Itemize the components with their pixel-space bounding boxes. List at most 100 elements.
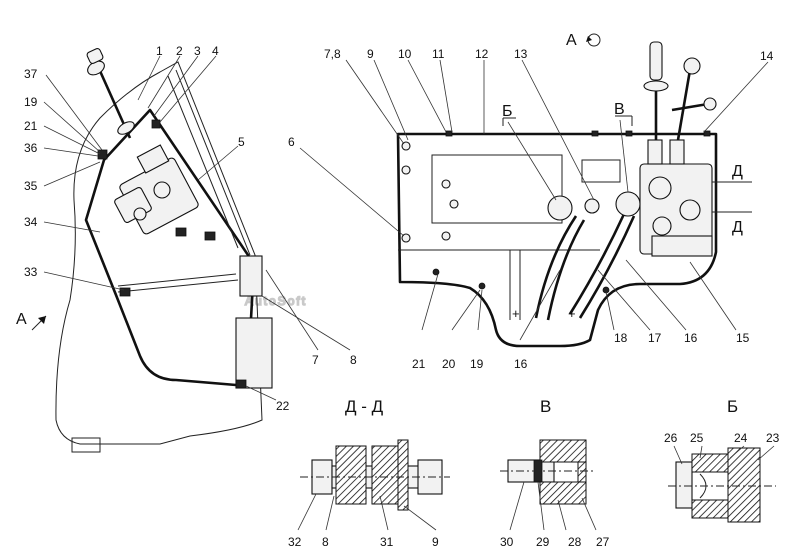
- callout-23: 23: [766, 431, 780, 445]
- callout-16-b: 16: [684, 331, 698, 345]
- dd-leaders: [297, 493, 437, 531]
- view-a-valve: [639, 139, 713, 257]
- callout-35: 35: [24, 179, 38, 193]
- hose-2: [578, 215, 636, 319]
- dd-plate-left: [335, 445, 367, 505]
- callout-15: 15: [736, 331, 750, 345]
- callout-9: 9: [367, 47, 374, 61]
- callouts: 1 2 3 4 5 6 7,8 9 10 11 12 13 14 37 19 2…: [24, 44, 780, 549]
- fitting-v: [615, 191, 641, 217]
- callout-28: 28: [568, 535, 582, 549]
- callout-1: 1: [156, 44, 163, 58]
- v-nut-end: [577, 461, 587, 483]
- v-nut-bottom: [539, 481, 587, 505]
- callout-36: 36: [24, 141, 38, 155]
- callout-31: 31: [380, 535, 394, 549]
- fitting-b: [547, 195, 573, 221]
- callout-25: 25: [690, 431, 704, 445]
- callout-22: 22: [276, 399, 290, 413]
- section-v-mark: В: [614, 101, 625, 118]
- view-arrow-head: [38, 316, 46, 324]
- callout-2: 2: [176, 44, 183, 58]
- view-a-bracket: [581, 159, 621, 183]
- section-dd-title: Д - Д: [345, 397, 384, 416]
- fastener-36: [97, 149, 108, 160]
- view-arrow-a-label: А: [16, 311, 27, 328]
- callout-21-left: 21: [24, 119, 38, 133]
- shelf-line-2: [117, 279, 239, 293]
- view-a-rotated-label: А: [566, 32, 577, 49]
- callout-37: 37: [24, 67, 38, 81]
- callout-7: 7: [312, 353, 319, 367]
- callout-32: 32: [288, 535, 302, 549]
- b-leaders: [673, 445, 775, 465]
- bracket-7-8: [239, 255, 263, 297]
- callout-3: 3: [194, 44, 201, 58]
- view-a: + +: [396, 41, 752, 348]
- callout-26: 26: [664, 431, 678, 445]
- v-nut-top: [539, 439, 587, 463]
- callout-13: 13: [514, 47, 528, 61]
- callout-10: 10: [398, 47, 412, 61]
- view-a-plate: [431, 154, 563, 224]
- callout-21-bottom: 21: [412, 357, 426, 371]
- section-v-title: В: [540, 397, 551, 416]
- rotation-arrow-icon: [586, 36, 592, 42]
- callout-24: 24: [734, 431, 748, 445]
- callout-20: 20: [442, 357, 456, 371]
- fastener-4: [151, 119, 161, 129]
- v-leaders: [509, 481, 597, 531]
- section-dd: [300, 439, 450, 511]
- hose-2b: [568, 213, 626, 315]
- watermark: AutoSoft: [245, 294, 307, 308]
- callout-29: 29: [536, 535, 550, 549]
- b-nut-top: [691, 453, 729, 473]
- callout-19-left: 19: [24, 95, 38, 109]
- side-view: [31, 48, 273, 453]
- cabin-outline: [55, 61, 263, 445]
- dd-plate-right: [397, 439, 409, 511]
- callout-7-8: 7,8: [324, 47, 341, 61]
- callout-33: 33: [24, 265, 38, 279]
- mount-plate-inner: [167, 75, 239, 249]
- callout-34: 34: [24, 215, 38, 229]
- panel-outline: [84, 108, 256, 387]
- left-leaders: [43, 55, 351, 401]
- mount-plate: [175, 69, 251, 256]
- view-a-panel-outline: [396, 132, 718, 348]
- callout-30: 30: [500, 535, 514, 549]
- b-fitting-head: [675, 461, 693, 509]
- callout-5: 5: [238, 135, 245, 149]
- section-b: [668, 447, 776, 523]
- hose-1b: [534, 215, 578, 319]
- plus-mark-2: +: [568, 306, 576, 321]
- plus-mark-1: +: [512, 306, 520, 321]
- view-a-levers: [643, 41, 717, 141]
- section-v: [500, 439, 596, 505]
- section-d-mark-1: Д: [732, 163, 743, 180]
- section-d-mark-2: Д: [732, 219, 743, 236]
- shelf-bracket: [119, 287, 131, 297]
- shelf-line: [117, 273, 237, 287]
- side-lever: [86, 48, 135, 139]
- v-fitting-body: [507, 459, 555, 483]
- base-foot: [71, 437, 101, 453]
- b-nut-bottom: [691, 499, 729, 519]
- callout-14: 14: [760, 49, 774, 63]
- callout-12: 12: [475, 47, 489, 61]
- callout-8-bottom: 8: [322, 535, 329, 549]
- callout-8-left: 8: [350, 353, 357, 367]
- callout-9-bottom: 9: [432, 535, 439, 549]
- lower-box: [235, 317, 273, 389]
- callout-27: 27: [596, 535, 610, 549]
- view-a-leaders: [299, 59, 769, 341]
- callout-19-bottom: 19: [470, 357, 484, 371]
- callout-17: 17: [648, 331, 662, 345]
- side-valve-block: [114, 144, 216, 241]
- section-b-mark-1: Б: [502, 103, 513, 120]
- dd-plate-mid: [371, 445, 399, 505]
- callout-6: 6: [288, 135, 295, 149]
- bolt-22: [235, 379, 247, 389]
- hose-1: [546, 219, 586, 321]
